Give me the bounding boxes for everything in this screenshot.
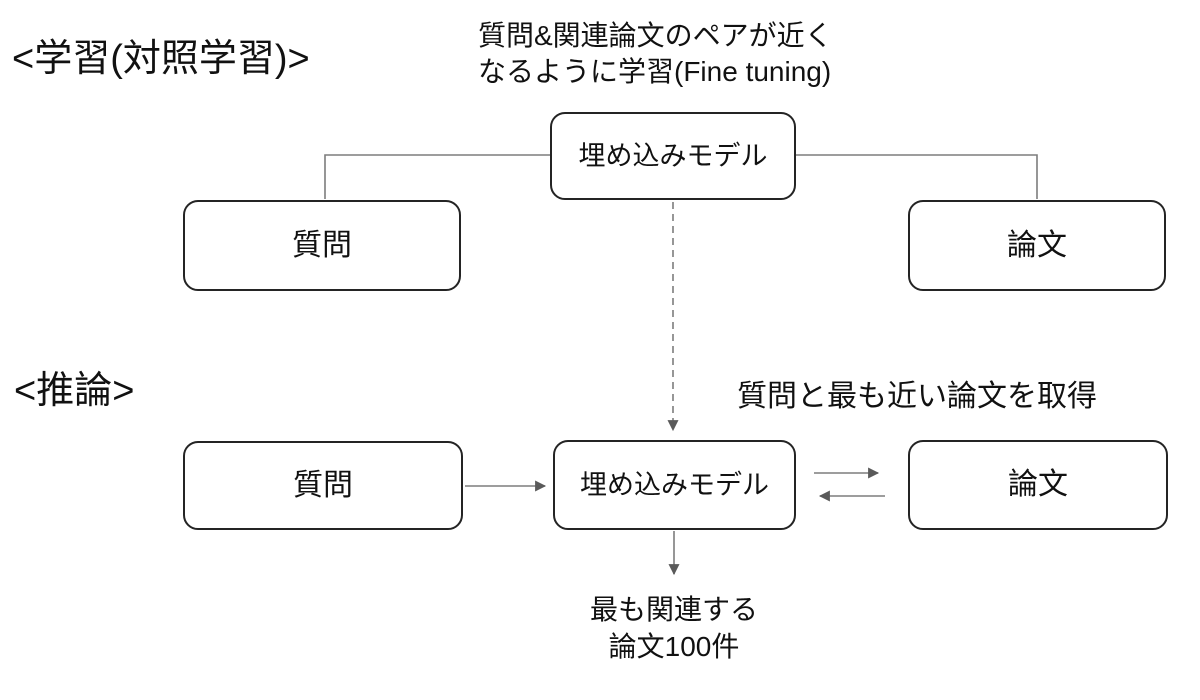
inference-embedding-model-label: 埋め込みモデル — [580, 469, 769, 500]
inference-annotation: 質問と最も近い論文を取得 — [737, 380, 1097, 413]
connector-model-to-question-training — [324, 154, 552, 199]
inference-result-line1: 最も関連する — [589, 594, 758, 625]
inference-embedding-model-box: 埋め込みモデル — [553, 440, 796, 530]
inference-paper-label: 論文 — [1008, 468, 1068, 501]
training-embedding-model-label: 埋め込みモデル — [578, 140, 768, 171]
inference-paper-box: 論文 — [908, 440, 1168, 530]
training-annotation: 質問&関連論文のペアが近く なるように学習(Fine tuning) — [478, 18, 833, 90]
inference-result-text: 最も関連する 論文100件 — [533, 591, 815, 665]
training-annotation-line2: なるように学習(Fine tuning) — [478, 56, 832, 87]
connector-model-to-paper-training — [795, 154, 1038, 199]
inference-question-box: 質問 — [183, 441, 463, 530]
training-section-label: <学習(対照学習)> — [12, 38, 310, 80]
inference-question-label: 質問 — [293, 468, 353, 502]
inference-section-label: <推論> — [14, 370, 135, 412]
training-annotation-line1: 質問&関連論文のペアが近く — [478, 20, 833, 51]
training-question-box: 質問 — [183, 200, 461, 291]
inference-result-line2: 論文100件 — [608, 631, 740, 662]
training-embedding-model-box: 埋め込みモデル — [550, 112, 796, 200]
training-paper-box: 論文 — [908, 200, 1166, 291]
training-question-label: 質問 — [292, 228, 352, 262]
training-paper-label: 論文 — [1007, 228, 1067, 262]
